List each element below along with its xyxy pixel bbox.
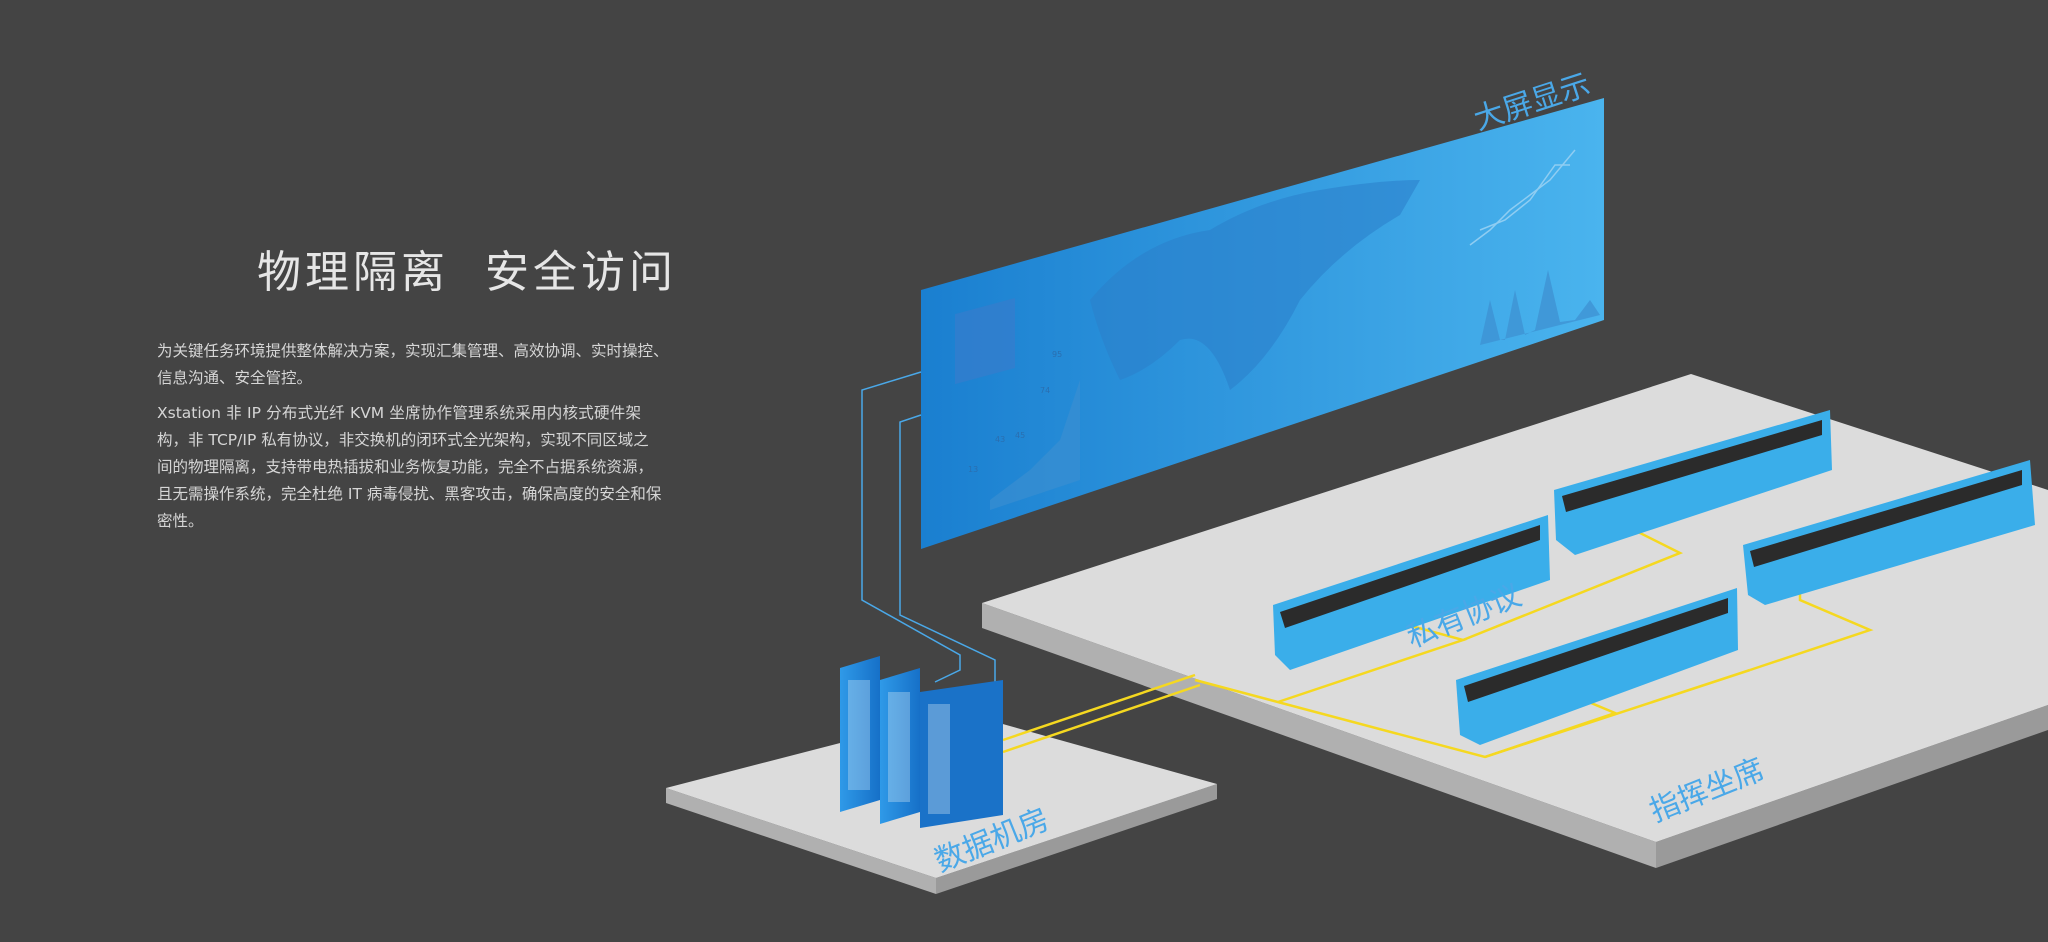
line-chart-graphic bbox=[1469, 149, 1576, 246]
triangle-chart-graphic bbox=[1480, 270, 1600, 345]
console-desk bbox=[1456, 588, 1738, 745]
console-desk bbox=[1273, 515, 1550, 670]
world-map-graphic bbox=[1090, 180, 1420, 390]
svg-text:45: 45 bbox=[1015, 431, 1025, 440]
big-screen-display: 13 43 45 74 95 bbox=[921, 98, 1604, 549]
paragraph-line: 构，非 TCP/IP 私有协议，非交换机的闭环式全光架构，实现不同区域之 bbox=[157, 431, 649, 449]
paragraph-line: 信息沟通、安全管控。 bbox=[157, 369, 313, 387]
page-title: 物理隔离 安全访问 bbox=[257, 247, 677, 298]
svg-text:13: 13 bbox=[968, 465, 978, 474]
svg-text:43: 43 bbox=[995, 435, 1005, 444]
server-rack-icon bbox=[840, 656, 1003, 828]
area-chart-graphic bbox=[990, 380, 1080, 510]
intro-paragraph: 为关键任务环境提供整体解决方案，实现汇集管理、高效协调、实时操控、 信息沟通、安… bbox=[157, 338, 669, 392]
command-floor-platform bbox=[982, 374, 2048, 868]
screen-chart-values: 13 43 45 74 95 bbox=[968, 350, 1062, 474]
paragraph-line: Xstation 非 IP 分布式光纤 KVM 坐席协作管理系统采用内核式硬件架 bbox=[157, 404, 641, 422]
paragraph-line: 且无需操作系统，完全杜绝 IT 病毒侵扰、黑客攻击，确保高度的安全和保 bbox=[157, 485, 662, 503]
console-desk bbox=[1743, 460, 2035, 605]
people-icon-grid bbox=[955, 298, 1015, 385]
svg-text:74: 74 bbox=[1040, 386, 1050, 395]
console-desk bbox=[1554, 410, 1832, 555]
fiber-cable bbox=[861, 371, 996, 690]
paragraph-line: 密性。 bbox=[157, 512, 204, 530]
paragraph-line: 为关键任务环境提供整体解决方案，实现汇集管理、高效协调、实时操控、 bbox=[157, 342, 669, 360]
paragraph-line: 间的物理隔离，支持带电热插拔和业务恢复功能，完全不占据系统资源， bbox=[157, 458, 654, 476]
detail-paragraph: Xstation 非 IP 分布式光纤 KVM 坐席协作管理系统采用内核式硬件架… bbox=[157, 400, 662, 535]
svg-text:95: 95 bbox=[1052, 350, 1062, 359]
